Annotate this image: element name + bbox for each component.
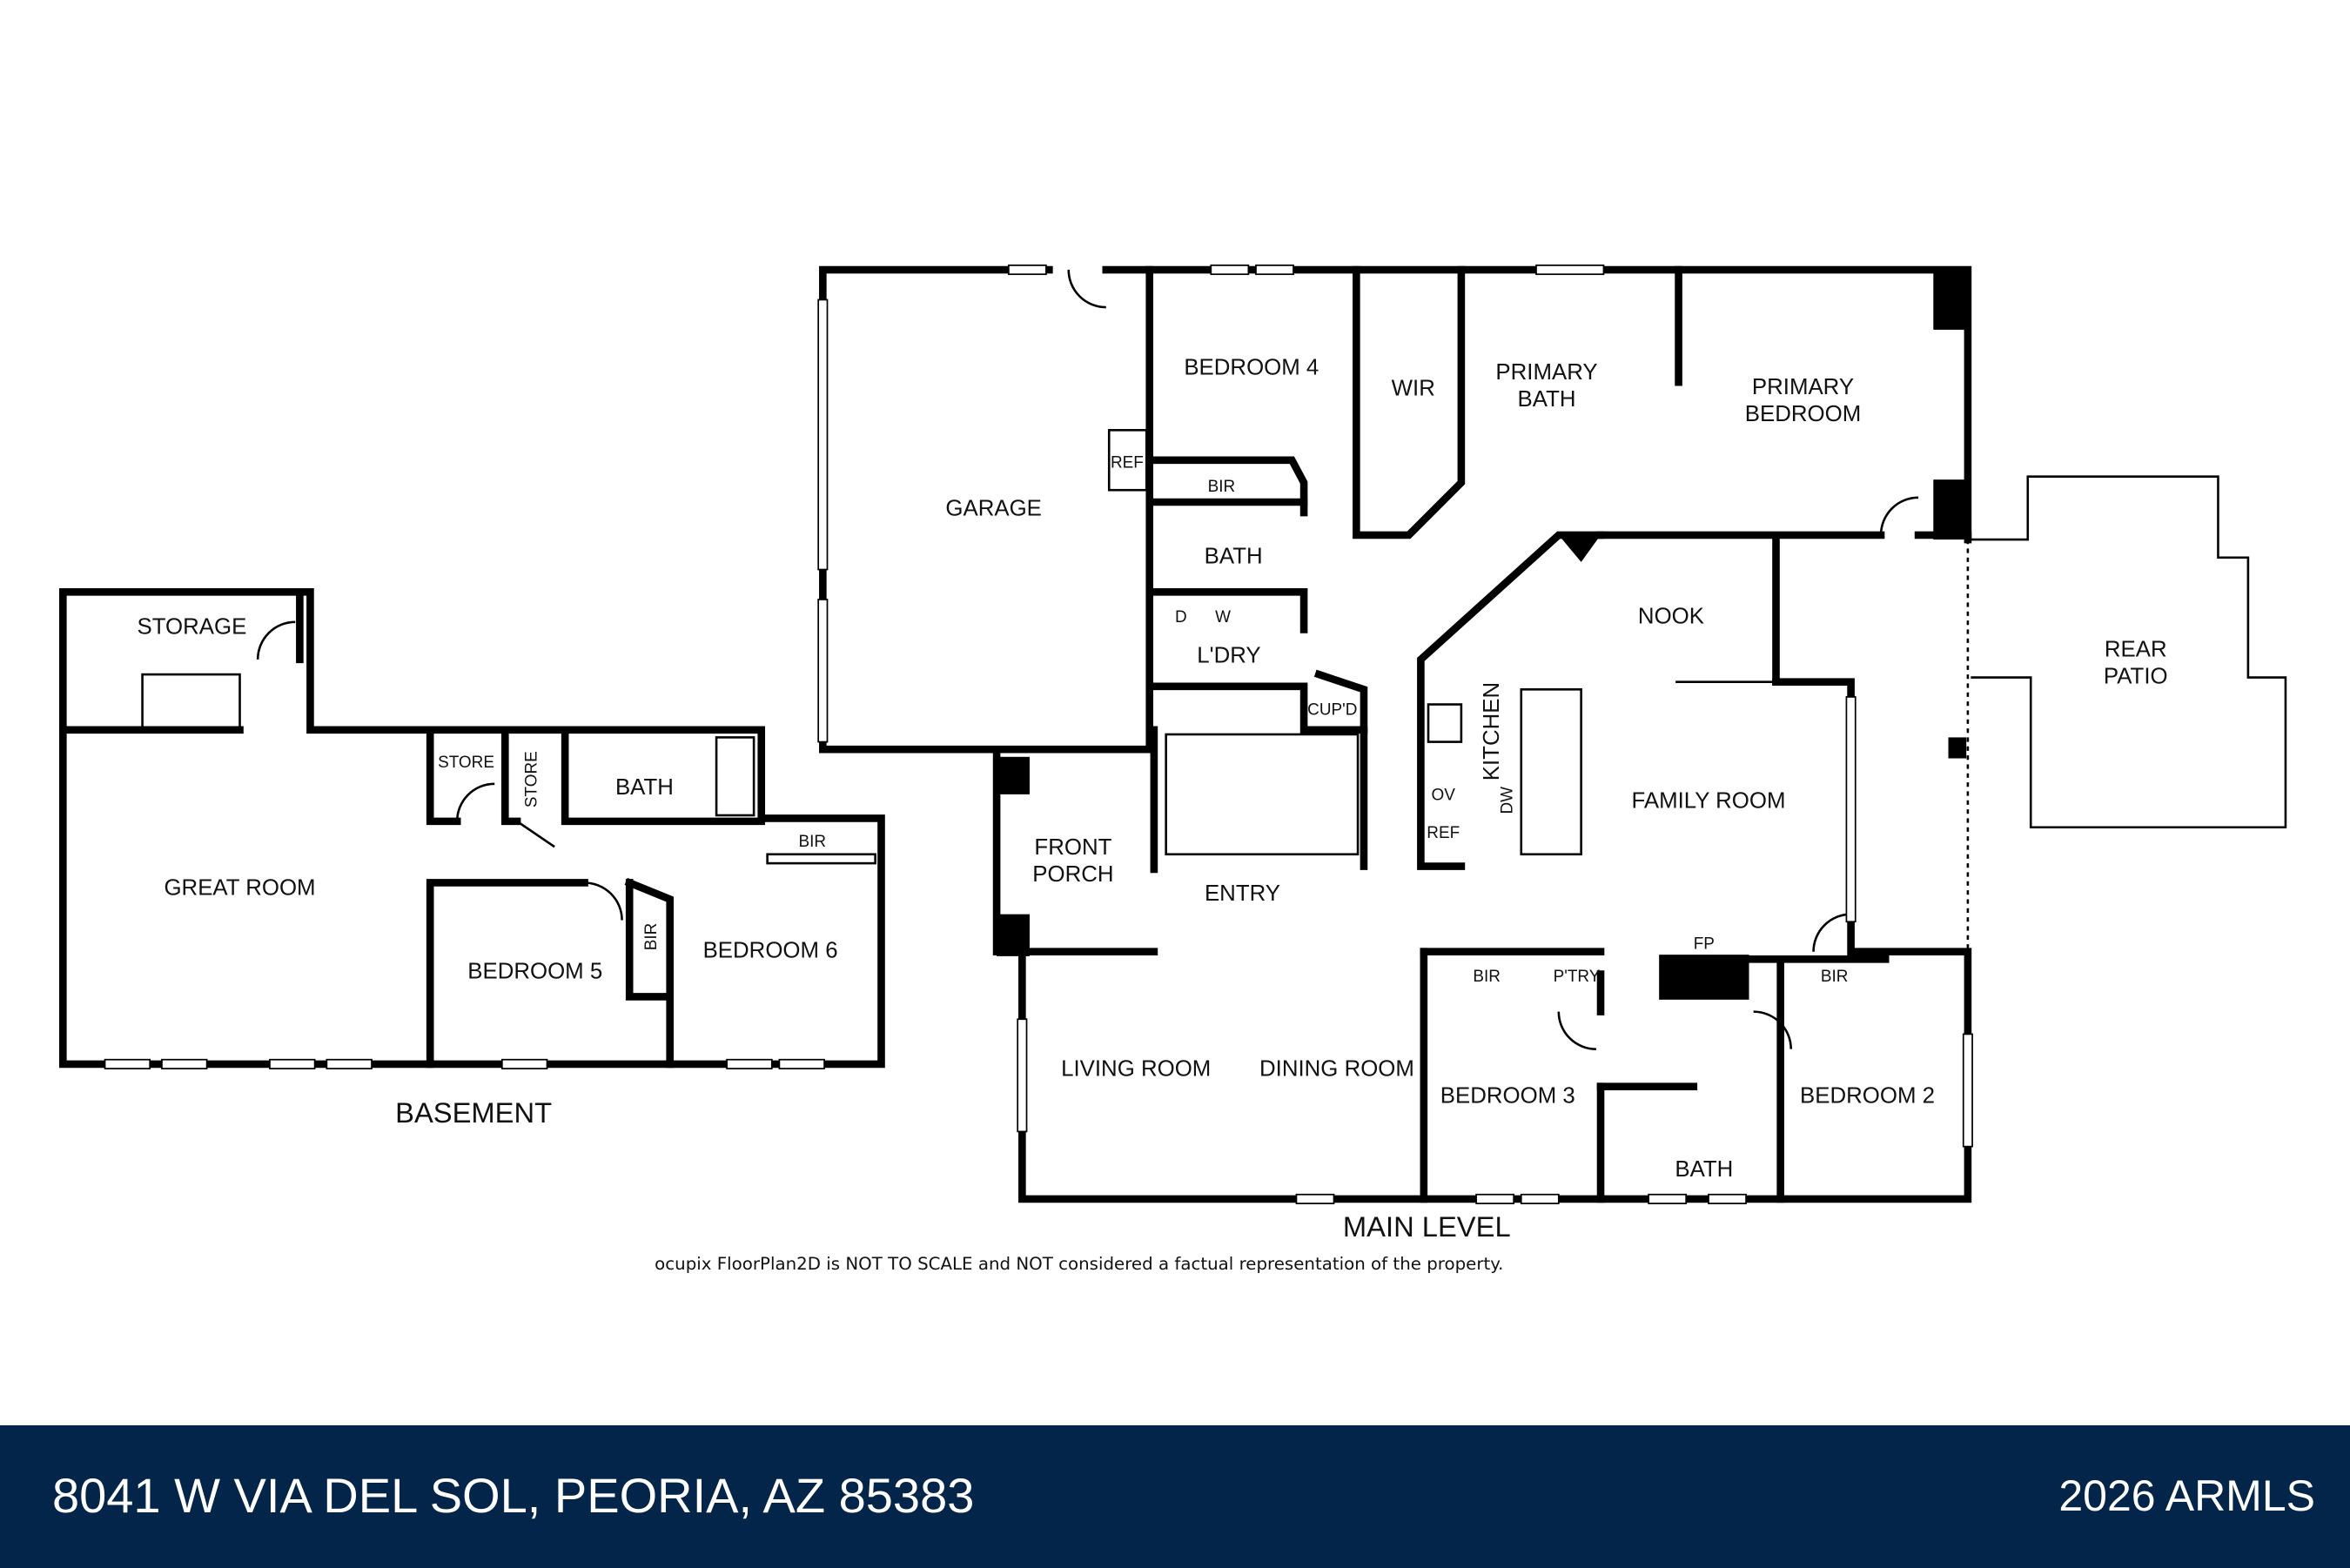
dishwasher: DW	[1498, 787, 1516, 814]
room-nook: NOOK	[1638, 605, 1704, 629]
room-rear-patio-line1: REAR	[2105, 637, 2167, 661]
kitchen-ref: REF	[1427, 824, 1460, 842]
floor-plan: STORAGE GREAT ROOM STORE STORE BATH BIR …	[59, 265, 2287, 1274]
room-garage: GARAGE	[945, 497, 1042, 521]
room-basement-bir-2: BIR	[642, 923, 661, 951]
basement-windows	[104, 1058, 825, 1069]
room-dining-room: DINING ROOM	[1259, 1057, 1414, 1082]
room-entry: ENTRY	[1205, 881, 1280, 906]
washer: W	[1215, 608, 1231, 627]
room-bir-2: BIR	[1821, 968, 1849, 986]
room-basement-bath: BATH	[615, 775, 674, 800]
room-living-room: LIVING ROOM	[1061, 1057, 1211, 1082]
oven: OV	[1432, 787, 1456, 805]
room-bedroom-3: BEDROOM 3	[1440, 1084, 1575, 1109]
fireplace: FP	[1694, 935, 1715, 953]
room-wir: WIR	[1392, 377, 1435, 401]
room-basement-bir-1: BIR	[799, 833, 827, 851]
room-kitchen: KITCHEN	[1480, 682, 1504, 781]
disclaimer: ocupix FloorPlan2D is NOT TO SCALE and N…	[655, 1254, 1503, 1274]
garage-ref: REF	[1111, 453, 1144, 472]
property-address: 8041 W VIA DEL SOL, PEORIA, AZ 85383	[52, 1468, 975, 1523]
room-front-porch-line1: FRONT	[1034, 835, 1111, 860]
footer-bar: 8041 W VIA DEL SOL, PEORIA, AZ 85383 202…	[0, 1425, 2350, 1568]
room-front-porch-line2: PORCH	[1032, 862, 1113, 887]
room-bedroom-5: BEDROOM 5	[467, 960, 602, 984]
room-bedroom-2: BEDROOM 2	[1800, 1084, 1935, 1109]
main-windows	[817, 265, 1973, 1204]
room-laundry: L'DRY	[1197, 643, 1260, 667]
main-level-plan: GARAGE REF BEDROOM 4 BIR BATH D W L'DRY …	[655, 265, 2287, 1274]
room-store-2: STORE	[522, 751, 540, 807]
room-store-1: STORE	[438, 754, 494, 772]
room-bir-3: BIR	[1473, 968, 1501, 986]
room-pantry: P'TRY	[1554, 968, 1601, 986]
dryer: D	[1175, 608, 1187, 627]
room-bedroom-4: BEDROOM 4	[1184, 356, 1319, 380]
copyright-watermark: 2026 ARMLS	[2058, 1471, 2315, 1520]
room-great-room: GREAT ROOM	[164, 875, 315, 900]
room-bedroom-6: BEDROOM 6	[703, 939, 838, 963]
room-primary-bath-line2: BATH	[1518, 387, 1576, 412]
basement-plan: STORAGE GREAT ROOM STORE STORE BATH BIR …	[59, 588, 885, 1129]
room-rear-patio-line2: PATIO	[2104, 664, 2168, 688]
main-level-label: MAIN LEVEL	[1343, 1210, 1511, 1243]
room-primary-bedroom-line2: BEDROOM	[1745, 402, 1861, 426]
room-bath-2: BATH	[1675, 1157, 1733, 1182]
room-family-room: FAMILY ROOM	[1632, 788, 1786, 813]
room-storage: STORAGE	[138, 615, 247, 640]
room-bir-4: BIR	[1208, 478, 1236, 496]
room-cupboard: CUP'D	[1307, 701, 1357, 720]
room-primary-bath-line1: PRIMARY	[1495, 360, 1597, 385]
room-bath-4: BATH	[1205, 545, 1263, 569]
basement-level-label: BASEMENT	[395, 1096, 552, 1129]
room-primary-bedroom-line1: PRIMARY	[1752, 375, 1854, 399]
